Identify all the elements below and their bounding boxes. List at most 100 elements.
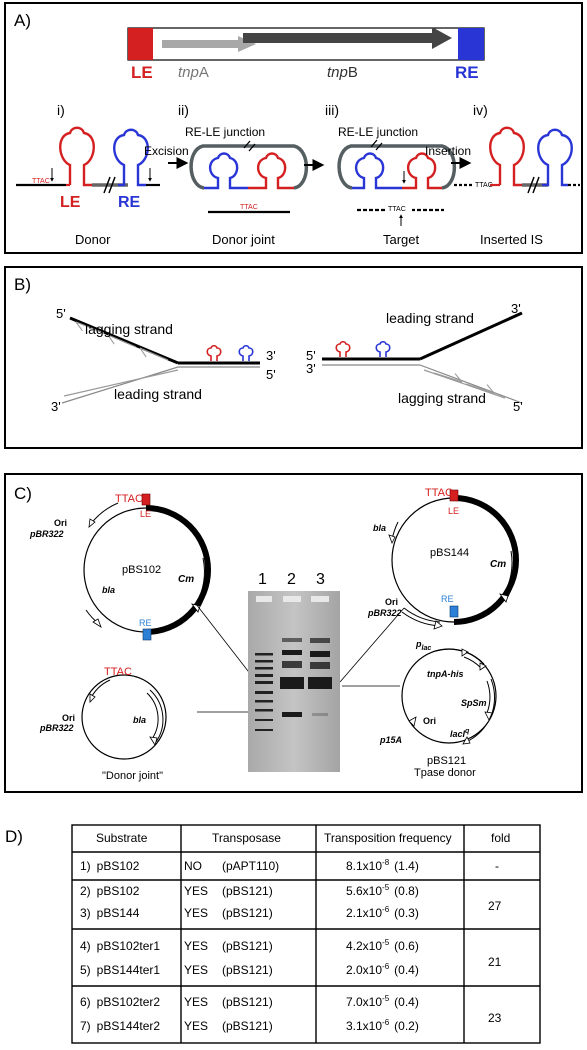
right-leading-label: leading strand [386, 310, 474, 326]
fold-group-2: 27 [488, 899, 502, 913]
gel-lane-1-label: 1 [258, 571, 267, 588]
agarose-gel: 1 2 3 [248, 571, 340, 772]
pbs144-cm: Cm [490, 559, 506, 570]
row-2-frequency: 5.6x10-5(0.8) [346, 883, 419, 898]
target-diagram: RE-LE junction TTAC Target [337, 125, 457, 247]
left-3prime-right: 3' [266, 348, 276, 363]
junction-label-ii: RE-LE junction [185, 125, 265, 139]
step-iii-label: iii) [325, 102, 339, 118]
plasmid-pbs121: plac tnpA-his SpSm lacIq Ori p15A pBS121… [379, 639, 497, 779]
fold-group-4: 23 [488, 1011, 502, 1025]
row-2-substrate: 2)pBS102 [80, 884, 140, 898]
donor-joint-bla: bla [133, 715, 146, 725]
row-3-frequency: 2.1x10-6(0.3) [346, 905, 419, 920]
panel-a-label: A) [14, 11, 31, 30]
step-iv-label: iv) [473, 102, 488, 118]
right-5prime-left: 5' [306, 348, 316, 363]
gel-connector-lines [195, 603, 405, 713]
table-row: 7)pBS144ter2 YES(pBS121) 3.1x10-6(0.2) [80, 1018, 419, 1033]
gel-lane-2-label: 2 [287, 571, 296, 588]
donor-caption: Donor [75, 232, 111, 247]
panel-c-label: C) [14, 484, 32, 503]
pbs144-le: LE [448, 506, 459, 516]
right-replication-fork: 3' leading strand 5' 3' lagging strand 5… [306, 301, 523, 414]
pbs144-name: pBS144 [430, 547, 469, 559]
re-box [449, 605, 459, 618]
row-4-transposase: YES(pBS121) [184, 939, 273, 953]
row-4-frequency: 4.2x10-5(0.6) [346, 938, 419, 953]
re-label: RE [455, 63, 479, 82]
header-transposase: Transposase [212, 831, 281, 845]
plasmid-pbs144: TTAC LE RE pBS144 bla Cm Ori pBR322 [367, 487, 519, 630]
target-ttac: TTAC [388, 206, 406, 213]
le-hairpin-left [206, 344, 222, 361]
donor-joint-caption: Donor joint [212, 232, 275, 247]
row-2-transposase: YES(pBS121) [184, 884, 273, 898]
right-5prime-bottom: 5' [513, 399, 523, 414]
table-row: 1)pBS102 NO(pAPT110) 8.1x10-8(1.4) [80, 858, 419, 873]
row-1-substrate: 1)pBS102 [80, 859, 140, 873]
tnpa-arrow [162, 36, 256, 52]
le-box [449, 489, 459, 502]
pbs102-le: LE [140, 509, 151, 519]
panel-b: B) 5' lagging strand 3' 5' leading stran… [4, 266, 583, 449]
panel-d-label: D) [5, 827, 23, 846]
step-i-label: i) [57, 102, 65, 118]
donor-diagram: TTAC LE RE Donor [16, 126, 160, 247]
row-7-frequency: 3.1x10-6(0.2) [346, 1018, 419, 1033]
donor-ttac: TTAC [32, 178, 50, 185]
left-replication-fork: 5' lagging strand 3' 5' leading strand 3… [51, 306, 276, 414]
gel-lane-3-label: 3 [316, 571, 325, 588]
pbs121-ori: Ori [423, 716, 436, 726]
table-row: 3)pBS144 YES(pBS121) 2.1x10-6(0.3) [80, 905, 419, 920]
gel-lane-2-bands [280, 638, 304, 717]
le-block [128, 28, 153, 60]
pbs121-spsm: SpSm [461, 698, 487, 708]
pbs121-tnpa-his: tnpA-his [427, 669, 464, 679]
gel-lane-3-bands [308, 638, 332, 716]
donor-joint-plasmid-ttac: TTAC [104, 666, 132, 678]
row-1-frequency: 8.1x10-8(1.4) [346, 858, 419, 873]
fold-group-3: 21 [488, 955, 502, 969]
pbs121-caption: Tpase donor [414, 767, 476, 779]
pbs102-cm: Cm [178, 574, 194, 585]
panel-b-label: B) [14, 275, 31, 294]
fold-group-1: - [495, 859, 499, 873]
donor-joint-ttac: TTAC [240, 204, 258, 211]
pbs102-re: RE [139, 618, 152, 628]
row-3-transposase: YES(pBS121) [184, 906, 273, 920]
pbs144-bla: bla [373, 523, 386, 533]
header-substrate: Substrate [96, 831, 148, 845]
donor-le-label: LE [60, 194, 81, 211]
target-caption: Target [383, 232, 420, 247]
pbs144-pbr322: pBR322 [367, 608, 402, 618]
pbs102-bla: bla [102, 585, 115, 595]
row-7-transposase: YES(pBS121) [184, 1019, 273, 1033]
row-4-substrate: 4)pBS102ter1 [80, 939, 160, 953]
tnpa-label: tnpA [178, 64, 209, 81]
pbs121-laci: lacIq [450, 728, 470, 739]
tnpb-label: tnpB [327, 64, 358, 81]
row-3-substrate: 3)pBS144 [80, 906, 140, 920]
row-6-transposase: YES(pBS121) [184, 995, 273, 1009]
row-6-substrate: 6)pBS102ter2 [80, 995, 160, 1009]
row-6-frequency: 7.0x10-5(0.4) [346, 994, 419, 1009]
table-row: 5)pBS144ter1 YES(pBS121) 2.0x10-6(0.4) [80, 962, 419, 977]
row-5-frequency: 2.0x10-6(0.4) [346, 962, 419, 977]
panel-c: C) TTAC LE RE pBS102 Ori pBR322 Cm bla [4, 473, 583, 793]
inserted-is-diagram: TTAC Inserted IS [454, 126, 580, 247]
left-3prime-bottom: 3' [51, 399, 61, 414]
le-box [141, 493, 151, 506]
table-borders [71, 824, 541, 1044]
right-3prime-left: 3' [306, 361, 316, 376]
header-fold: fold [491, 831, 510, 845]
donor-joint-pbr322: pBR322 [39, 723, 74, 733]
pbs121-name: pBS121 [427, 755, 466, 767]
inserted-is-caption: Inserted IS [480, 232, 543, 247]
pbs102-pbr322: pBR322 [29, 529, 64, 539]
le-label: LE [131, 63, 153, 82]
left-5prime-right: 5' [266, 367, 276, 382]
pbs102-ori: Ori [54, 518, 67, 528]
pbs144-ori: Ori [385, 597, 398, 607]
